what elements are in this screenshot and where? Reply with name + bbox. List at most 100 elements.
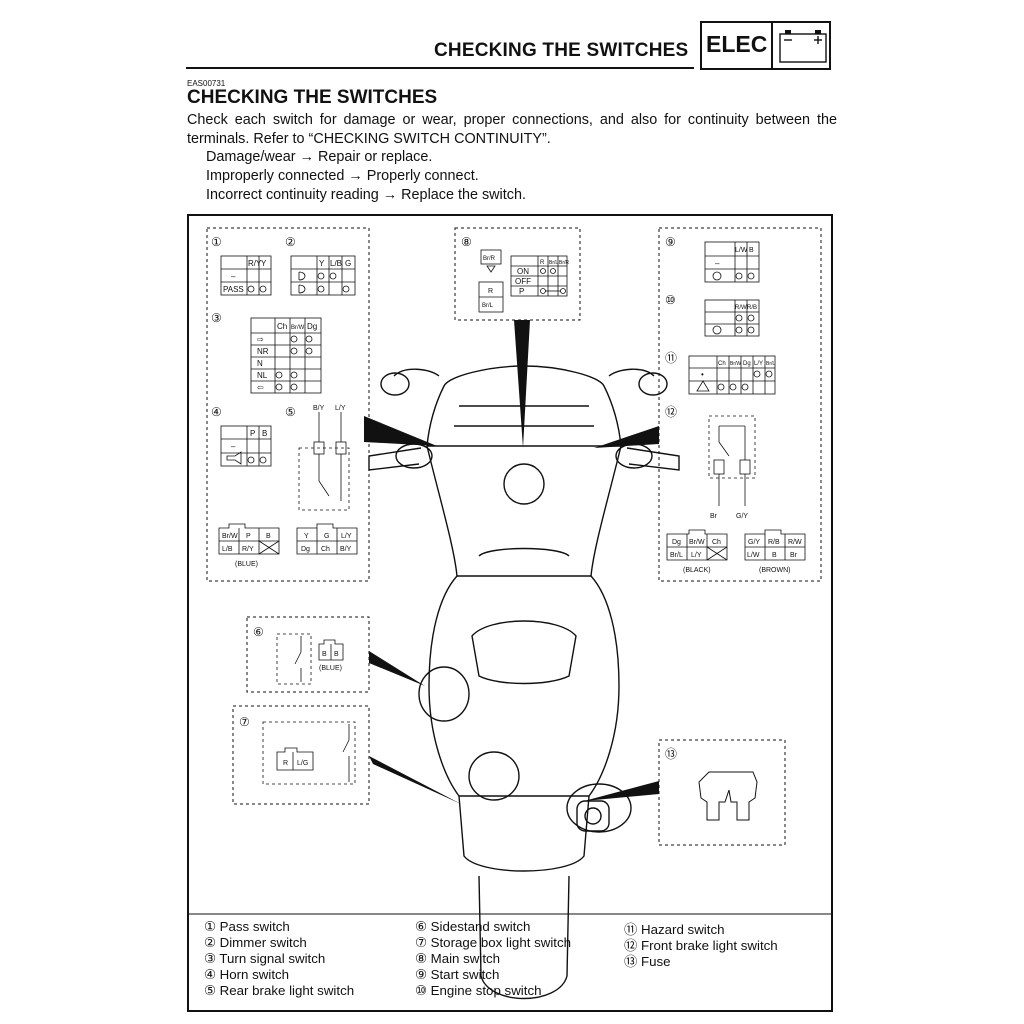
front-brake-switch-outline — [708, 415, 756, 479]
step-incorrect-continuity: Incorrect continuity reading → Replace t… — [206, 187, 526, 203]
conn-black-bottom-2: L/Y — [691, 552, 702, 559]
storage-light-connector — [276, 747, 314, 771]
sw11-col-2: Br/W — [730, 361, 741, 367]
conn-brown-label: (BROWN) — [759, 567, 791, 574]
callout-9: ⑨ — [665, 235, 676, 249]
conn-brown-bottom-2: B — [772, 552, 777, 559]
conn-b-top-3: L/Y — [341, 533, 352, 540]
callout-5: ⑤ — [285, 405, 296, 419]
scooter-outline — [368, 365, 680, 1000]
sw8-col-1: R — [540, 260, 545, 266]
conn-a-top-1: Br/W — [222, 533, 238, 540]
page-header-title: CHECKING THE SWITCHES — [434, 40, 689, 61]
sw11-col-3: Dg — [743, 361, 751, 367]
right-switch-group-box — [658, 227, 822, 582]
sw10-col-2: R/B — [747, 305, 757, 311]
conn-a-top-2: P — [246, 533, 251, 540]
sw3-row-5: ⇦ — [257, 383, 264, 392]
sw6-pin-2: B — [334, 651, 339, 658]
sw4-row-1: – — [231, 442, 236, 451]
sw11-col-1: Ch — [718, 361, 726, 367]
sw3-row-2: NR — [257, 347, 269, 356]
sw3-row-4: NL — [257, 371, 268, 380]
rear-brake-switch-outline — [298, 447, 350, 511]
legend-start-switch: ⑨ Start switch — [415, 967, 500, 982]
sw11-col-4: L/Y — [754, 361, 763, 367]
callout-12: ⑫ — [665, 405, 677, 419]
sw6-label: (BLUE) — [319, 665, 342, 672]
conn-b-top-1: Y — [304, 533, 309, 540]
step-improper-connection: Improperly connected → Properly connect. — [206, 168, 479, 184]
sw6-pin-1: B — [322, 651, 327, 658]
conn-a-bottom-1: L/B — [222, 546, 233, 553]
engine-stop-switch-table — [704, 299, 760, 337]
pass-switch-table — [220, 255, 272, 296]
conn-black-top-2: Br/W — [689, 539, 705, 546]
callout-3: ③ — [211, 311, 222, 325]
sw7-pin-2: L/G — [297, 760, 308, 767]
conn-b-bottom-2: Ch — [321, 546, 330, 553]
sw3-row-1: ⇨ — [257, 335, 264, 344]
conn-a-bottom-2: R/Y — [242, 546, 254, 553]
fuse-group-box — [658, 739, 786, 846]
dimmer-switch-table — [290, 255, 356, 296]
main-switch-group-box — [454, 227, 581, 321]
sw1-col-1: R/Y — [248, 259, 262, 268]
conn-brown-bottom-1: L/W — [747, 552, 760, 559]
storage-light-switch-outline — [262, 721, 356, 785]
sw3-col-1: Ch — [277, 322, 287, 331]
hazard-switch-table — [688, 355, 776, 395]
elec-badge-label: ELEC — [706, 31, 768, 57]
sw1-row-1: – — [231, 272, 236, 281]
conn-brown-bottom-3: Br — [790, 552, 798, 559]
sw8-col-2: Br/L — [549, 260, 558, 266]
intro-paragraph: Check each switch for damage or wear, pr… — [187, 112, 837, 147]
sw8-row-1: ON — [517, 267, 529, 276]
step-damage-wear: Damage/wear → Repair or replace. — [206, 149, 433, 165]
sw7-pin-1: R — [283, 760, 288, 767]
conn-black-top-3: Ch — [712, 539, 721, 546]
callout-13: ⑬ — [665, 747, 677, 761]
sw1-row-2: PASS — [223, 285, 244, 294]
callout-4: ④ — [211, 405, 222, 419]
conn-brown-top-1: G/Y — [748, 539, 760, 546]
callout-2: ② — [285, 235, 296, 249]
sw11-row-1: • — [701, 370, 704, 379]
legend-rear-brake-light-switch: ⑤ Rear brake light switch — [204, 983, 355, 998]
start-switch-table — [704, 241, 760, 283]
sw9-col-2: B — [749, 247, 754, 254]
left-switch-group-box — [206, 227, 370, 582]
sw5-wire-2: L/Y — [335, 405, 346, 412]
legend-hazard-switch: ⑪ Hazard switch — [624, 922, 725, 937]
callout-6: ⑥ — [253, 625, 264, 639]
conn-b-bottom-1: Dg — [301, 546, 310, 553]
legend-pass-switch: ① Pass switch — [204, 919, 290, 934]
conn-black-bottom-1: Br/L — [670, 552, 683, 559]
conn-brown-top-3: R/W — [788, 539, 802, 546]
legend-sidestand-switch: ⑥ Sidestand switch — [415, 919, 531, 934]
conn-b-bottom-3: B/Y — [340, 546, 352, 553]
sw12-wire-1: Br — [710, 513, 718, 520]
callout-10: ⑩ — [665, 293, 676, 307]
callout-8: ⑧ — [461, 235, 472, 249]
sw8-pin-1: R — [488, 288, 493, 295]
legend-fuse: ⑬ Fuse — [624, 954, 671, 969]
sw3-row-3: N — [257, 359, 263, 368]
fuse-shape — [698, 771, 758, 821]
callout-7: ⑦ — [239, 715, 250, 729]
conn-a-top-3: B — [266, 533, 271, 540]
sw8-pin-2: Br/L — [482, 303, 494, 309]
sw9-row-1: – — [715, 259, 720, 268]
sw2-col-2: L/B — [330, 259, 342, 268]
sw4-col-2: B — [262, 429, 267, 438]
sw5-wire-1: B/Y — [313, 405, 325, 412]
switch-diagram-figure: ① ② ③ ④ ⑤ ⑥ ⑦ ⑧ ⑨ ⑩ ⑪ ⑫ ⑬ R/Y Y – PASS Y… — [187, 214, 833, 1012]
callout-11: ⑪ — [665, 351, 677, 365]
turn-signal-switch-table — [250, 317, 322, 394]
legend-storage-box-light-switch: ⑦ Storage box light switch — [415, 935, 572, 950]
sw2-col-1: Y — [319, 259, 325, 268]
legend-front-brake-light-switch: ⑫ Front brake light switch — [624, 938, 778, 953]
legend-engine-stop-switch: ⑩ Engine stop switch — [415, 983, 542, 998]
legend-horn-switch: ④ Horn switch — [204, 967, 290, 982]
sidestand-switch-outline — [276, 633, 312, 685]
